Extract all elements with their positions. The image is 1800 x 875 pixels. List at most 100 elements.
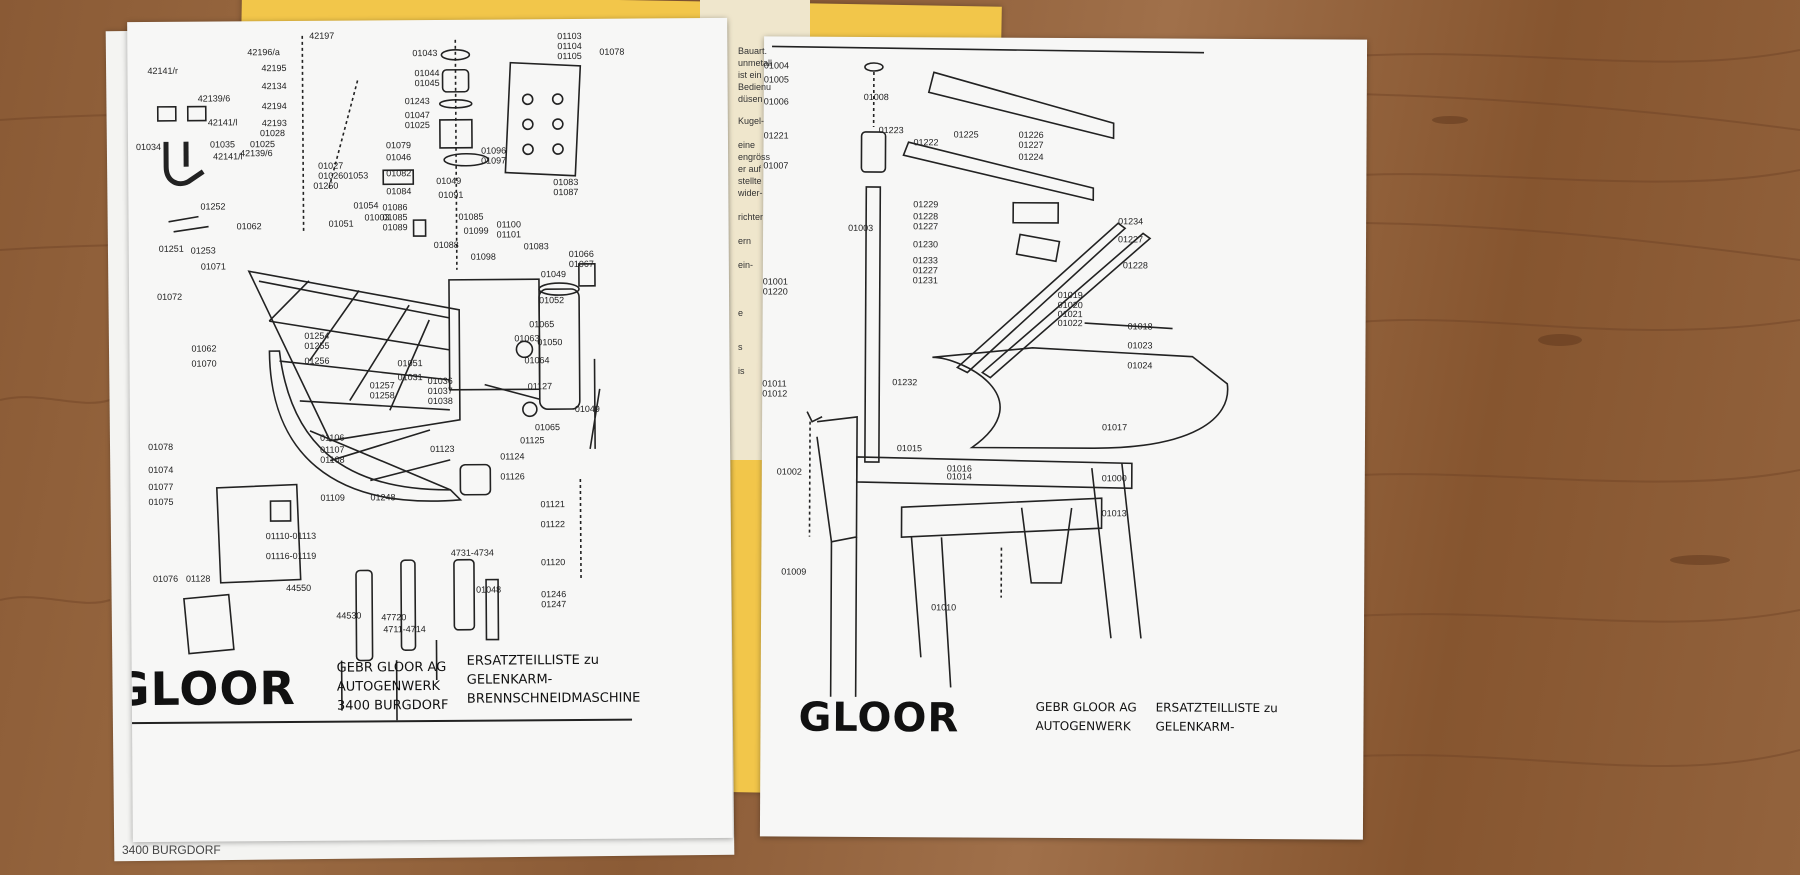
part-label: 01227 xyxy=(912,265,938,276)
part-label: 01222 xyxy=(913,137,939,148)
part-label: 01084 xyxy=(386,186,412,197)
part-label: 01224 xyxy=(1018,151,1044,162)
part-label: 01027 xyxy=(318,160,344,171)
part-label: 01101 xyxy=(496,229,522,240)
part-label: 01107 xyxy=(320,444,345,455)
part-label: 01116-01119 xyxy=(265,550,317,562)
side-text-line: eine xyxy=(738,140,756,150)
part-label: 01078 xyxy=(599,46,625,57)
side-text-line: Kugel- xyxy=(738,116,765,126)
part-label: 01048 xyxy=(476,584,502,595)
company-line: 3400 BURGDORF xyxy=(336,697,449,714)
part-label: 01128 xyxy=(185,573,211,584)
part-label: 01050 xyxy=(537,337,563,348)
part-label: 01031 xyxy=(397,372,423,383)
left-exploded-drawing xyxy=(156,35,601,721)
part-label: 01063 xyxy=(514,333,540,344)
part-label: 01243 xyxy=(404,95,430,107)
part-label: 01083 xyxy=(523,241,549,252)
part-label: 01104 xyxy=(557,40,582,52)
part-label: 42197 xyxy=(309,30,335,41)
part-label: 01008 xyxy=(863,91,889,103)
part-label: 01028 xyxy=(259,128,285,139)
part-label: 01002 xyxy=(776,466,802,477)
part-label: 44550 xyxy=(286,582,312,594)
gloor-logo: GLOOR xyxy=(798,694,960,742)
part-label: 01105 xyxy=(557,50,582,62)
company-line: AUTOGENWERK xyxy=(1035,718,1131,734)
part-label: 01062 xyxy=(236,221,262,232)
part-label: 01127 xyxy=(527,381,553,392)
part-label: 42141/l xyxy=(207,117,238,128)
part-label: 01230 xyxy=(912,239,939,250)
title-line: GELENKARM- xyxy=(466,672,553,688)
part-label: 42141/l xyxy=(213,151,243,162)
document-title: ERSATZTEILLISTE zu GELENKARM- xyxy=(1155,698,1277,737)
part-label: 01006 xyxy=(763,96,789,107)
part-label: 01049 xyxy=(574,403,600,414)
part-label: 01078 xyxy=(148,441,174,452)
part-label: 01257 xyxy=(369,380,395,391)
side-text-line: s xyxy=(738,342,743,352)
part-label: 01121 xyxy=(540,499,565,510)
part-label: 42195 xyxy=(261,62,287,74)
company-address: GEBR GLOOR AG AUTOGENWERK xyxy=(1035,698,1136,737)
part-label: 01014 xyxy=(946,471,972,482)
part-label: 01110-01113 xyxy=(265,530,317,542)
part-label: 01223 xyxy=(878,125,904,136)
part-label: 01252 xyxy=(200,201,226,212)
part-label: 01047 xyxy=(404,109,430,121)
side-text-line: Bedienu xyxy=(738,82,772,92)
part-label: 01087 xyxy=(553,186,579,198)
part-label: 01228 xyxy=(913,211,939,222)
part-label: 01077 xyxy=(148,481,174,492)
part-label: 01012 xyxy=(762,388,788,399)
part-label: 01010 xyxy=(931,602,957,613)
left-parts-sheet: 42197 42196/a 42195 42134 42194 42193 01… xyxy=(127,17,733,843)
part-label: 01003 xyxy=(848,222,874,234)
part-label: 01034 xyxy=(135,141,162,153)
part-label: 01046 xyxy=(386,152,412,163)
part-label: 01064 xyxy=(524,355,550,366)
side-text-line: ern xyxy=(738,236,752,246)
part-label: 01000 xyxy=(1101,473,1127,484)
side-text-line: stellte xyxy=(738,176,762,186)
part-label: 01044 xyxy=(414,67,440,79)
part-label: 42196/a xyxy=(247,47,280,58)
part-label: 01079 xyxy=(385,140,412,151)
part-label: 01037 xyxy=(427,385,453,397)
part-label: 42141/r xyxy=(147,65,179,76)
side-text-line: Bauart. xyxy=(738,46,768,56)
part-label: 01255 xyxy=(304,340,330,351)
part-label: 01124 xyxy=(500,451,525,462)
part-label: 47720 xyxy=(381,612,407,623)
part-label: 01254 xyxy=(304,330,330,341)
part-label: 01120 xyxy=(540,557,566,568)
part-label: 01052 xyxy=(539,295,565,306)
side-text-line: richter xyxy=(738,212,764,222)
part-label: 01100 xyxy=(496,219,521,230)
part-label: 01227 xyxy=(1118,234,1144,245)
right-parts-sheet: 01004 01005 01006 01221 01007 01008 0122… xyxy=(759,36,1368,840)
part-label: 01109 xyxy=(320,492,345,503)
part-label: 01233 xyxy=(912,255,938,266)
company-address: GEBR GLOOR AG AUTOGENWERK 3400 BURGDORF xyxy=(337,658,449,716)
part-label: 01049 xyxy=(540,269,566,280)
part-label: 01018 xyxy=(1127,321,1153,332)
side-text-line: ist ein xyxy=(738,70,762,80)
title-line: ERSATZTEILLISTE zu xyxy=(1155,700,1278,716)
part-label: 01108 xyxy=(320,454,345,465)
part-label: 01022 xyxy=(1057,317,1083,329)
part-label: 42134 xyxy=(261,80,287,92)
part-label: 01035 xyxy=(209,139,236,150)
part-label: 42139/6 xyxy=(197,93,231,104)
part-label: 01246 xyxy=(541,589,567,600)
part-label: 01003 xyxy=(364,212,390,223)
part-label: 01247 xyxy=(541,599,567,610)
part-label: 01231 xyxy=(912,275,938,286)
part-label: 01226 xyxy=(1018,129,1044,140)
part-label: 01065 xyxy=(534,422,561,433)
part-label: 01106 xyxy=(320,432,345,443)
part-label: 01045 xyxy=(414,77,440,89)
gloor-logo: GLOOR xyxy=(127,660,297,717)
